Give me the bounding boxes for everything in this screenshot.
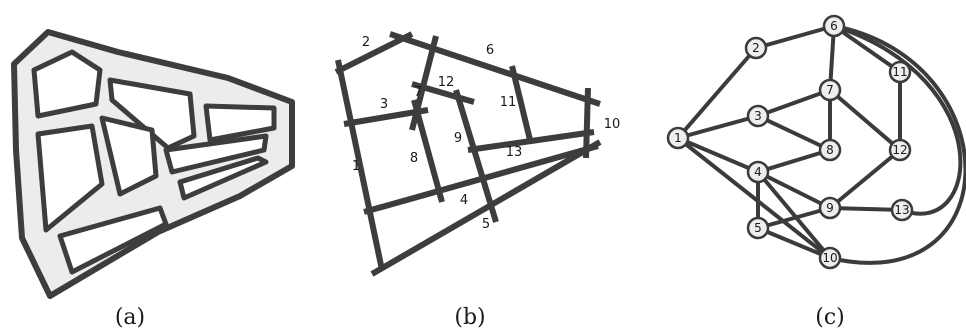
- road-1: [335, 59, 385, 271]
- node-circle-8: [818, 138, 842, 162]
- edge-9-13: [828, 206, 904, 212]
- edge-12-9: [828, 148, 902, 210]
- node-4: 4: [746, 160, 770, 184]
- node-8: 8: [818, 138, 842, 162]
- node-circle-4: [746, 160, 770, 184]
- edge-3-7: [756, 88, 832, 118]
- node-11: 11: [888, 60, 912, 84]
- edge-4-10: [756, 170, 832, 260]
- block-2: [107, 77, 197, 151]
- edge-5-10: [756, 226, 832, 260]
- node-label-5: 5: [754, 221, 762, 235]
- node-label-1: 1: [674, 131, 682, 145]
- block-1: [31, 49, 103, 119]
- block-7: [177, 155, 269, 201]
- road-2: [334, 31, 414, 75]
- node-circle-12: [888, 138, 912, 162]
- node-label-12: 12: [892, 143, 907, 157]
- node-12: 12: [888, 138, 912, 162]
- caption-a: (a): [115, 305, 145, 330]
- road-label-5: 5: [482, 217, 490, 232]
- block-3: [203, 103, 277, 143]
- road-12: [411, 81, 475, 105]
- road-label-12: 12: [438, 75, 455, 90]
- node-label-8: 8: [826, 143, 834, 157]
- road-9: [453, 89, 499, 223]
- node-label-11: 11: [892, 65, 907, 79]
- block-6: [163, 133, 269, 175]
- node-circle-3: [746, 104, 770, 128]
- node-label-13: 13: [894, 203, 909, 217]
- node-label-10: 10: [822, 251, 837, 265]
- node-circle-6: [822, 14, 846, 38]
- node-circle-7: [818, 78, 842, 102]
- node-13: 13: [890, 198, 914, 222]
- edge-6-13-arc: [832, 24, 963, 216]
- edge-7-12: [828, 88, 902, 152]
- road-label-6: 6: [486, 43, 494, 58]
- block-5: [99, 115, 159, 197]
- caption-b: (b): [454, 305, 485, 330]
- edge-1-3: [676, 114, 760, 140]
- node-circle-10: [818, 246, 842, 270]
- panel-b-roads: [334, 31, 602, 277]
- road-8: [411, 99, 445, 203]
- road-4: [363, 143, 599, 215]
- node-label-6: 6: [830, 19, 838, 33]
- node-5: 5: [746, 216, 770, 240]
- node-3: 3: [746, 104, 770, 128]
- edge-6-10-arc: [828, 24, 966, 265]
- node-circle-2: [744, 36, 768, 60]
- road-11: [509, 65, 533, 141]
- node-circle-5: [746, 216, 770, 240]
- road-label-10: 10: [604, 117, 621, 132]
- node-label-2: 2: [752, 41, 760, 55]
- edge-4-9: [756, 170, 832, 210]
- node-circle-11: [888, 60, 912, 84]
- node-6: 6: [822, 14, 846, 38]
- road-label-7: 7: [414, 85, 422, 100]
- node-label-3: 3: [754, 109, 762, 123]
- node-7: 7: [818, 78, 842, 102]
- edge-3-8: [756, 114, 832, 152]
- road-13: [467, 129, 595, 153]
- edge-1-2: [676, 46, 758, 140]
- node-circle-9: [818, 196, 842, 220]
- panel-a-map: [11, 29, 295, 299]
- node-circle-1: [666, 126, 690, 150]
- road-label-8: 8: [410, 151, 418, 166]
- road-label-2: 2: [362, 35, 370, 50]
- edge-1-10: [676, 136, 832, 260]
- road-label-9: 9: [454, 131, 462, 146]
- node-label-4: 4: [754, 165, 762, 179]
- road-5: [370, 139, 602, 277]
- road-label-11: 11: [500, 95, 517, 110]
- node-label-9: 9: [826, 201, 834, 215]
- road-label-1: 1: [352, 159, 360, 174]
- edge-4-8: [756, 148, 832, 174]
- road-label-13: 13: [506, 145, 523, 160]
- edge-2-6: [754, 24, 836, 50]
- caption-c: (c): [815, 305, 845, 330]
- edge-1-4: [676, 136, 760, 174]
- node-1: 1: [666, 126, 690, 150]
- node-label-7: 7: [826, 83, 834, 97]
- edge-5-9: [756, 206, 832, 230]
- node-2: 2: [744, 36, 768, 60]
- block-8: [57, 205, 169, 275]
- road-label-4: 4: [460, 193, 468, 208]
- block-4: [35, 123, 105, 233]
- node-10: 10: [818, 246, 842, 270]
- edge-6-11: [832, 24, 902, 74]
- node-circle-13: [890, 198, 914, 222]
- road-6: [389, 31, 601, 107]
- road-label-3: 3: [380, 97, 388, 112]
- node-9: 9: [818, 196, 842, 220]
